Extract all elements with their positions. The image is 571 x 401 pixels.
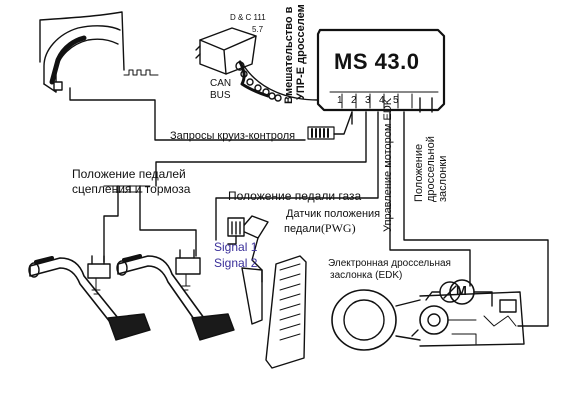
throttle-body-icon xyxy=(331,279,525,351)
dc-module-icon xyxy=(195,27,319,102)
pwg-sensor-text: педали xyxy=(284,223,321,235)
throttle-intervention-label-line2: УПР-Е дросселем xyxy=(295,4,307,100)
signal-1-label: Signal 1 xyxy=(214,240,258,254)
pwg-sensor-label-line1: Датчик положения xyxy=(286,208,381,220)
ecu-pin-5: 5 xyxy=(393,95,399,106)
pwg-sensor-code: (PWG) xyxy=(320,221,356,235)
ecu-pin-4: 4 xyxy=(379,95,385,106)
throttle-position-label-line3: заслонки xyxy=(437,155,449,202)
pwg-sensor-label-line2: педали(PWG) xyxy=(284,221,356,235)
signal-2-label: Signal 2 xyxy=(214,256,258,270)
ecu-title: MS 43.0 xyxy=(334,49,420,74)
gas-pedal-icon xyxy=(227,215,307,369)
gas-pedal-position-label: Положение педали газа xyxy=(228,189,362,203)
edk-label-line2: заслонка (EDK) xyxy=(330,270,403,281)
can-bus-label-line1: CAN xyxy=(210,78,232,89)
cruise-connector-icon xyxy=(307,126,335,140)
throttle-position-label-line2: дроссельной xyxy=(425,136,437,202)
clutch-pedal-icon xyxy=(28,255,151,341)
engine-control-edk-label: Управление мотором EDK xyxy=(382,97,394,232)
throttle-intervention-label-line1: Вмешательство в xyxy=(283,6,295,104)
ecu-pin-1: 1 xyxy=(337,95,343,106)
steering-wheel-icon xyxy=(39,11,125,93)
ecu-pin-2: 2 xyxy=(351,95,357,106)
throttle-position-label-line1: Положение xyxy=(413,143,425,202)
module-code-label: D & C 111 xyxy=(230,13,266,22)
ecu-box xyxy=(316,28,446,113)
throttle-motor-label: M xyxy=(456,283,467,298)
pedal-position-label-line2: сцепления и тормоза xyxy=(72,182,191,196)
cruise-requests-label: Запросы круиз-контроля xyxy=(170,130,296,142)
ecu-pin-3: 3 xyxy=(365,95,371,106)
edk-label-line1: Электронная дроссельная xyxy=(328,258,451,269)
can-bus-label-line2: BUS xyxy=(210,90,231,101)
pulse-signal-icon xyxy=(123,69,159,76)
module-version-label: 5.7 xyxy=(252,25,264,34)
pedal-position-label-line1: Положение педалей xyxy=(72,167,186,181)
brake-pedal-icon xyxy=(116,249,235,341)
